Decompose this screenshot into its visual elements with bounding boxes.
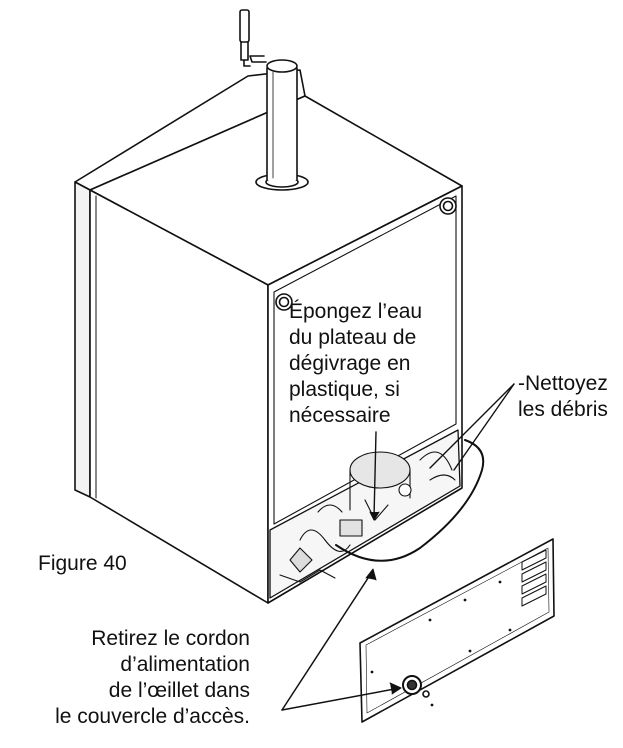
leader-remove-1-arrow — [365, 568, 377, 581]
callout-remove-line-3: de l’œillet dans — [108, 679, 250, 702]
callout-clean-line-1: -Nettoyez — [518, 372, 608, 395]
cabinet-front-inner-frame — [273, 195, 457, 525]
front-corner-screw-left — [275, 293, 293, 311]
callout-sponge-line-3: dégivrage en — [289, 352, 411, 375]
power-cord — [335, 439, 485, 562]
grommet-icon — [402, 675, 430, 698]
beer-tap-icon — [239, 9, 267, 67]
callout-remove-line-2: d’alimentation — [120, 653, 250, 676]
access-cover-panel — [359, 538, 555, 723]
leader-sponge-arrow — [369, 511, 380, 521]
callout-sponge-line-4: plastique, si — [289, 378, 400, 401]
leader-remove-1 — [281, 571, 373, 711]
callout-sponge-line-2: du plateau de — [289, 326, 417, 349]
leader-remove-2 — [281, 687, 401, 711]
callout-sponge-line-5: nécessaire — [289, 404, 391, 427]
callout-clean-line-2: les débris — [518, 398, 608, 421]
callout-remove-line-1: Retirez le cordon — [91, 627, 250, 650]
front-corner-screw-top — [439, 197, 457, 215]
leader-clean-2 — [453, 383, 515, 471]
leader-sponge — [373, 431, 377, 519]
callout-remove-cord: Retirez le cordon d’alimentation de l’œi… — [55, 626, 250, 730]
callout-clean-debris: -Nettoyez les débris — [518, 371, 608, 423]
leader-remove-2-arrow — [389, 682, 402, 695]
callout-sponge-line-1: Épongez l’eau — [289, 300, 423, 323]
cabinet-back-edge — [74, 181, 91, 498]
callout-sponge-water: Épongez l’eau du plateau de dégivrage en… — [289, 299, 422, 429]
figure-caption: Figure 40 — [38, 552, 127, 575]
leader-clean-1 — [429, 383, 515, 469]
callout-remove-line-4: le couvercle d’accès. — [55, 705, 250, 728]
tower-icon — [255, 59, 309, 191]
